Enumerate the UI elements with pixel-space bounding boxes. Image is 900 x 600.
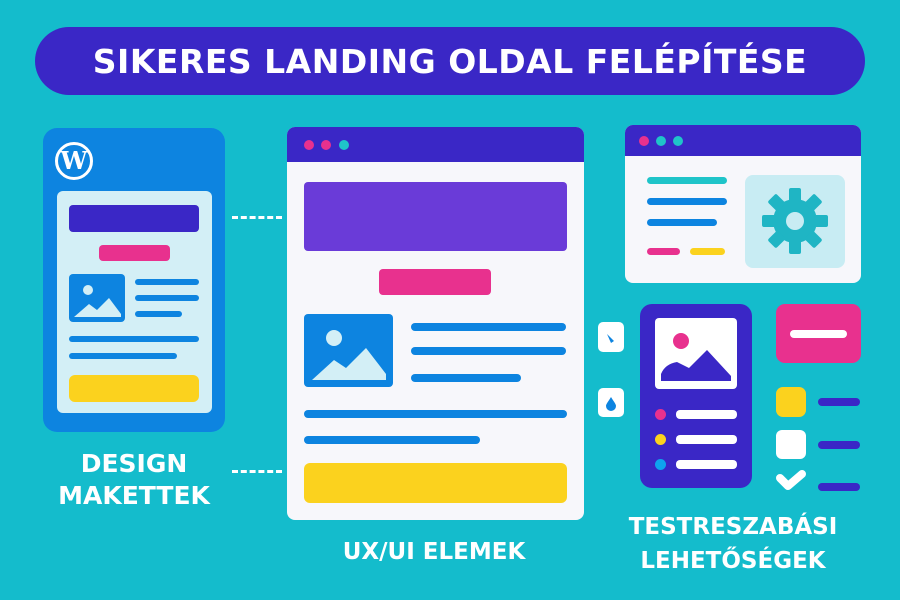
design-label-line2: MAKETTEK [58, 481, 210, 510]
wordpress-logo-icon: W [55, 142, 93, 180]
connector-dash [232, 216, 282, 219]
design-label: DESIGN MAKETTEK [34, 448, 234, 512]
pink-button [776, 304, 861, 363]
droplet-icon [598, 388, 624, 417]
design-mockup-phone: W [43, 128, 225, 432]
hero-block [304, 182, 567, 251]
window-titlebar [287, 127, 584, 162]
customization-label-line2: LEHETŐSÉGEK [640, 548, 826, 574]
droplet-icon [598, 322, 624, 352]
ux-label: UX/UI ELEMEK [342, 539, 526, 565]
image-placeholder-icon [655, 318, 737, 389]
white-checkbox [776, 430, 806, 459]
image-placeholder-icon [69, 274, 125, 322]
cta-yellow [304, 463, 567, 503]
gear-icon [745, 175, 845, 268]
design-label-line1: DESIGN [80, 449, 188, 478]
page-title: SIKERES LANDING OLDAL FELÉPÍTÉSE [35, 27, 865, 95]
customization-label-line1: TESTRESZABÁSI [628, 514, 838, 540]
customization-label: TESTRESZABÁSI LEHETŐSÉGEK [593, 510, 873, 578]
mockup-screen [57, 191, 212, 413]
connector-dash [232, 470, 282, 473]
window-titlebar [625, 125, 861, 156]
cta-pink [379, 269, 491, 295]
yellow-checkbox [776, 387, 806, 417]
image-placeholder-icon [304, 314, 393, 387]
ux-ui-window [287, 127, 584, 520]
checkmark-icon [776, 470, 806, 494]
settings-window [625, 125, 861, 283]
customization-phone [640, 304, 752, 488]
